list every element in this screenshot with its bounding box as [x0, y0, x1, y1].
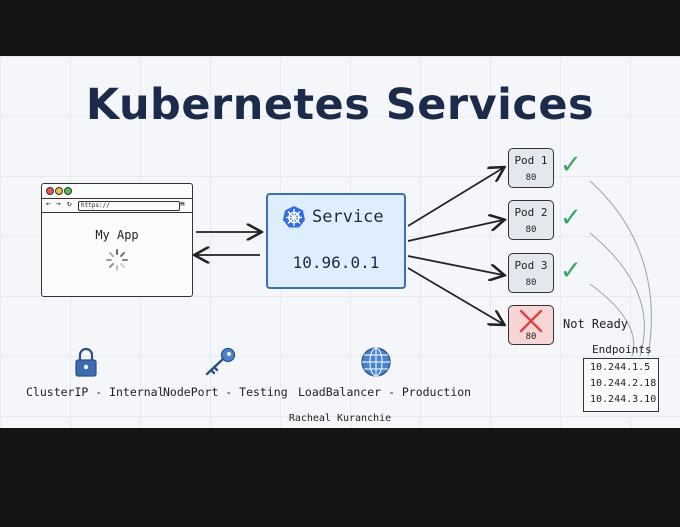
checkmark-icon: ✓: [560, 256, 582, 286]
menu-icon: ≡: [180, 199, 185, 208]
endpoints-title: Endpoints: [592, 343, 652, 356]
pod-name: Pod 1: [514, 154, 548, 167]
browser-window: ← → ↻ https:// ≡ My App: [41, 183, 193, 297]
arrow-to-pod-4: [407, 267, 503, 324]
checkmark-icon: ✓: [560, 150, 582, 180]
kubernetes-icon: [283, 206, 305, 228]
pod-1: Pod 1 80: [508, 148, 554, 188]
endpoint-link-2: [589, 232, 645, 357]
service-type-loadbalancer: LoadBalancer - Production: [298, 385, 472, 399]
service-type-clusterip: ClusterIP - Internal: [26, 385, 165, 399]
service-type-nodeport: NodePort - Testing: [163, 385, 288, 399]
app-label: My App: [95, 228, 139, 242]
globe-icon: [361, 347, 391, 377]
pod-port: 80: [525, 173, 537, 183]
forward-arrow-icon: →: [56, 199, 61, 208]
browser-titlebar: [42, 184, 192, 199]
browser-nav: ← → ↻ https:// ≡: [42, 199, 192, 213]
pod-2: Pod 2 80: [508, 200, 554, 240]
diagram-title: Kubernetes Services: [85, 80, 595, 130]
pod-4-failed: 80: [508, 305, 554, 345]
cross-icon: [519, 309, 543, 333]
endpoints-box: 10.244.1.5 10.244.2.18 10.244.3.10: [583, 358, 659, 412]
pod-port: 80: [525, 332, 537, 342]
service-ip: 10.96.0.1: [292, 253, 380, 272]
reload-icon: ↻: [67, 199, 72, 208]
arrow-to-pod-3: [407, 255, 503, 275]
lock-icon: [75, 347, 97, 377]
endpoint-link-1: [589, 180, 652, 357]
loading-spinner-icon: [106, 249, 128, 271]
close-dot-icon: [46, 187, 54, 195]
key-icon: [205, 347, 236, 376]
checkmark-icon: ✓: [560, 203, 582, 233]
endpoint-ip: 10.244.3.10: [590, 394, 657, 405]
connector-arrows: [0, 56, 652, 357]
endpoint-link-3: [589, 283, 635, 357]
back-arrow-icon: ←: [46, 199, 51, 208]
service-name: Service: [312, 207, 384, 227]
endpoint-ip: 10.244.2.18: [590, 378, 657, 389]
url-field: https://: [78, 201, 180, 211]
arrow-to-pod-2: [407, 220, 503, 242]
minimize-dot-icon: [55, 187, 63, 195]
arrow-to-pod-1: [407, 168, 503, 227]
pod-port: 80: [525, 225, 537, 235]
service-box: Service 10.96.0.1: [266, 193, 406, 289]
maximize-dot-icon: [64, 187, 72, 195]
pod-name: Pod 2: [514, 206, 548, 219]
not-ready-label: Not Ready: [563, 317, 629, 331]
pod-port: 80: [525, 278, 537, 288]
endpoint-ip: 10.244.1.5: [590, 362, 651, 373]
diagram-canvas: Kubernetes Services ← → ↻ https:// ≡ My …: [0, 56, 680, 428]
pod-3: Pod 3 80: [508, 253, 554, 293]
author-credit: Racheal Kuranchie: [288, 413, 392, 424]
pod-name: Pod 3: [514, 259, 548, 272]
